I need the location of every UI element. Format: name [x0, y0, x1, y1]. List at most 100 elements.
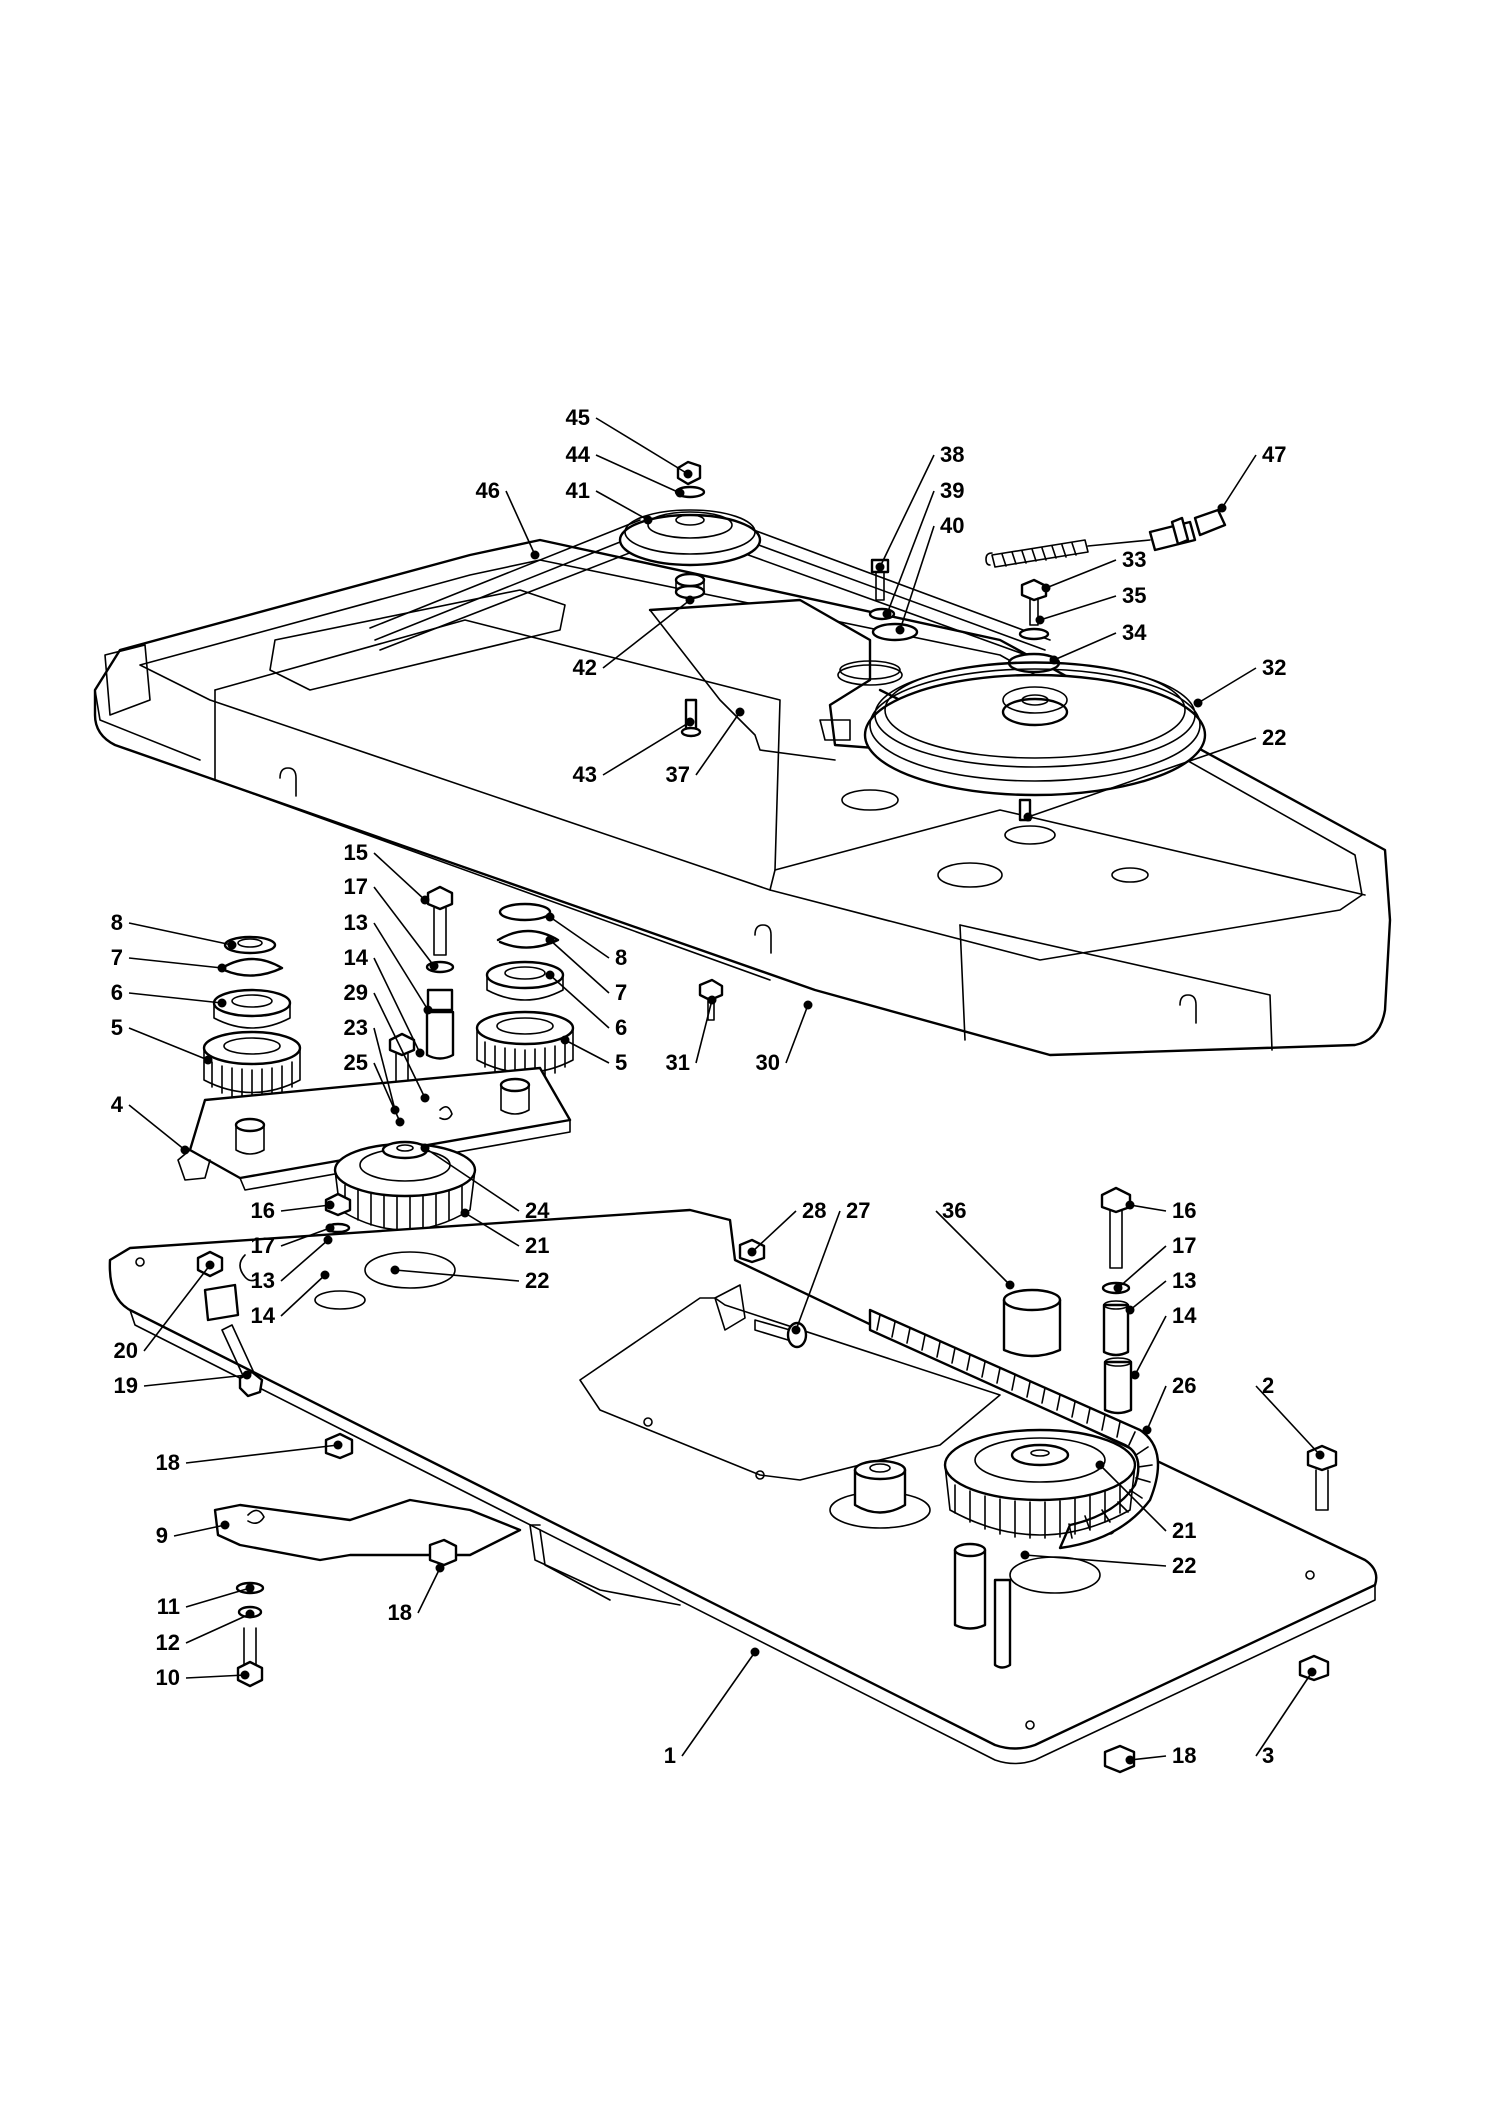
bolt-16-right [1100, 1186, 1132, 1269]
callout-17: 17 [251, 1223, 335, 1258]
leader-dot [423, 1005, 433, 1015]
leader-dot [203, 1055, 213, 1065]
leader-dot [217, 998, 227, 1008]
callout-label: 32 [1262, 655, 1286, 680]
callout-label: 1 [664, 1743, 676, 1768]
leader-dot [429, 961, 439, 971]
leader-line [173, 1524, 226, 1537]
leader-line [394, 1269, 520, 1282]
leader-line [564, 1039, 610, 1064]
washer-35 [1018, 627, 1050, 641]
callout-1: 1 [664, 1647, 760, 1768]
callout-label: 18 [1172, 1743, 1196, 1768]
callout-11: 11 [157, 1583, 255, 1619]
callout-label: 30 [756, 1050, 780, 1075]
callout-33: 33 [1041, 547, 1146, 593]
callout-16: 16 [1125, 1198, 1196, 1223]
leader-line [1099, 1464, 1167, 1532]
callout-5: 5 [560, 1035, 627, 1075]
callout-label: 10 [156, 1665, 180, 1690]
leader-dot [227, 940, 237, 950]
housing-cover [93, 538, 1392, 1057]
callout-2: 2 [1255, 1373, 1325, 1460]
bolt-33 [1020, 578, 1048, 626]
leader-line [373, 852, 426, 901]
spring-cable-47 [985, 508, 1227, 568]
callout-label: 5 [111, 1015, 123, 1040]
leader-dot [791, 1325, 801, 1335]
callout-label: 13 [344, 910, 368, 935]
bolt-10 [236, 1627, 264, 1688]
callout-label: 6 [615, 1015, 627, 1040]
leader-dot [1113, 1283, 1123, 1293]
callout-13: 13 [1125, 1268, 1196, 1315]
callout-22: 22 [390, 1265, 549, 1293]
callout-17: 17 [1113, 1233, 1196, 1293]
leader-line [417, 1567, 441, 1614]
block [203, 1283, 240, 1322]
leader-line [1039, 595, 1117, 621]
leader-dot [220, 1520, 230, 1530]
leader-dot [460, 1208, 470, 1218]
leader-line [595, 454, 681, 494]
clip-13-left [239, 1254, 258, 1282]
callout-8: 8 [545, 912, 627, 970]
leader-line [128, 992, 223, 1004]
callout-label: 43 [573, 762, 597, 787]
callout-18: 18 [156, 1440, 343, 1475]
leader-line [751, 1210, 797, 1253]
callout-44: 44 [566, 442, 685, 498]
callout-label: 7 [615, 980, 627, 1005]
callout-label: 22 [1262, 725, 1286, 750]
callout-label: 29 [344, 980, 368, 1005]
leader-dot [560, 1035, 570, 1045]
bushing-13-upper [426, 988, 454, 1012]
leader-dot [875, 562, 885, 572]
leader-line [373, 957, 421, 1054]
leader-line [143, 1374, 248, 1387]
callout-32: 32 [1193, 655, 1286, 708]
leader-dot [1315, 1450, 1325, 1460]
callout-5: 5 [111, 1015, 213, 1065]
leader-line [1221, 454, 1257, 509]
pulley-5-left [202, 1030, 302, 1100]
leader-line [1053, 632, 1117, 661]
callout-45: 45 [566, 405, 693, 479]
leader-line [595, 490, 649, 521]
leader-dot [707, 995, 717, 1005]
leader-dot [420, 895, 430, 905]
leader-line [185, 1674, 246, 1679]
callout-label: 34 [1122, 620, 1147, 645]
leader-line [1197, 667, 1257, 704]
callout-35: 35 [1035, 583, 1146, 625]
callout-label: 31 [666, 1050, 690, 1075]
callout-4: 4 [111, 1092, 190, 1155]
callout-label: 2 [1262, 1373, 1274, 1398]
leader-line [1129, 1204, 1167, 1212]
callout-19: 19 [114, 1370, 252, 1398]
leader-line [280, 1274, 326, 1317]
leader-dot [435, 1563, 445, 1573]
leader-dot [545, 912, 555, 922]
leader-line [549, 939, 610, 994]
callout-43: 43 [573, 717, 695, 787]
callout-label: 46 [476, 478, 500, 503]
callout-24: 24 [420, 1143, 550, 1223]
spacer-14-right [1103, 1360, 1133, 1415]
callout-label: 7 [111, 945, 123, 970]
leader-dot [390, 1265, 400, 1275]
callout-20: 20 [114, 1260, 215, 1363]
callout-label: 19 [114, 1373, 138, 1398]
leader-dot [245, 1583, 255, 1593]
leader-dot [415, 1048, 425, 1058]
callout-27: 27 [791, 1198, 870, 1335]
callout-label: 26 [1172, 1373, 1196, 1398]
pulley-41 [618, 509, 762, 567]
leader-line [280, 1204, 331, 1212]
nut-18-b [428, 1538, 458, 1567]
callout-label: 17 [251, 1233, 275, 1258]
leader-dot [545, 970, 555, 980]
leader-line [280, 1227, 331, 1247]
leader-line [886, 490, 935, 615]
